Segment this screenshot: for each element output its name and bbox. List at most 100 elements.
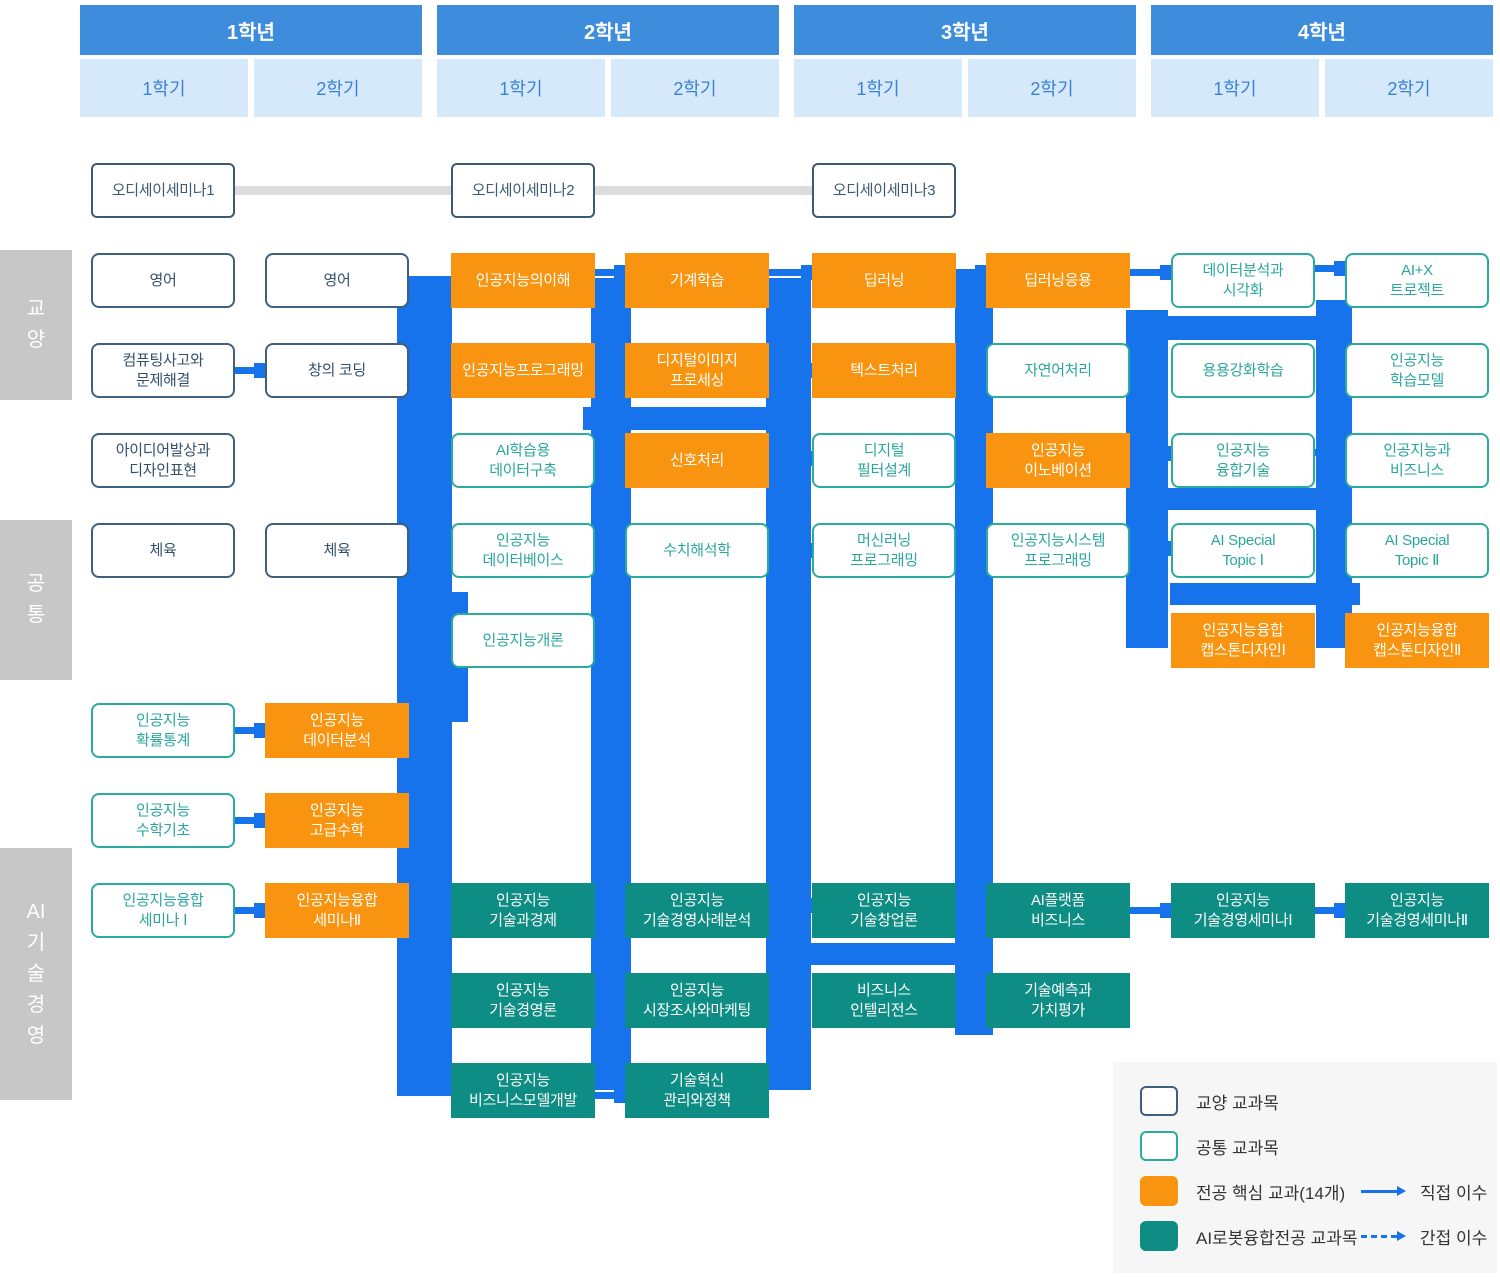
course-box-common: 인공지능개론 (451, 613, 595, 668)
section-label-common: 공 통 (0, 520, 72, 680)
course-box-tech: 인공지능 기술경영세미나Ⅱ (1345, 883, 1489, 938)
semester-header: 1학기 (794, 59, 962, 117)
course-box-tech: 비즈니스 인텔리전스 (812, 973, 956, 1028)
course-box-liberal: 창의 코딩 (265, 343, 409, 398)
course-box-core: 인공지능의이해 (451, 253, 595, 308)
course-box-common: 디지털 필터설계 (812, 433, 956, 488)
year-header: 2학년 (437, 5, 779, 55)
connector-arrow (595, 898, 626, 913)
odyssey-connector (235, 186, 451, 195)
connector-trunk (1170, 583, 1360, 605)
course-box-tech: 인공지능 기술경영론 (451, 973, 595, 1028)
course-box-core: 인공지능융합 캡스톤디자인Ⅱ (1345, 613, 1489, 668)
course-box-tech: 인공지능 기술경영사례분석 (625, 883, 769, 938)
connector-arrow (595, 543, 626, 558)
course-box-tech: 인공지능 시장조사와마케팅 (625, 973, 769, 1028)
course-box-core: 텍스트처리 (812, 343, 956, 398)
course-box-common: 인공지능과 비즈니스 (1345, 433, 1489, 488)
legend-item-liberal: 교양 교과목 (1140, 1086, 1279, 1116)
connector-arrow (956, 451, 987, 466)
connector-arrow (595, 1088, 626, 1103)
semester-header: 2학기 (968, 59, 1136, 117)
course-box-odyssey: 오디세이세미나3 (812, 163, 956, 218)
legend-item-tech: AI로봇융합전공 교과목 (1140, 1221, 1358, 1251)
course-box-core: 신호처리 (625, 433, 769, 488)
connector-trunk (1126, 310, 1168, 648)
legend-arrow-label: 직접 이수 (1420, 1183, 1488, 1203)
semester-header: 2학기 (1325, 59, 1493, 117)
semester-header: 1학기 (1151, 59, 1319, 117)
section-label-liberal: 교 양 (0, 250, 72, 400)
course-box-common: AI+X 트로젝트 (1345, 253, 1489, 308)
legend-arrow-label: 간접 이수 (1420, 1228, 1488, 1248)
connector-arrow (769, 543, 813, 558)
solid-arrow-icon (1361, 1186, 1406, 1196)
course-box-common: 인공지능 확률통계 (91, 703, 235, 758)
connector-trunk (1128, 316, 1352, 340)
course-box-common: 인공지능융합 세미나 Ⅰ (91, 883, 235, 938)
course-box-common: 데이터분석과 시각화 (1171, 253, 1315, 308)
course-box-tech: 인공지능 기술과경제 (451, 883, 595, 938)
course-box-odyssey: 오디세이세미나2 (451, 163, 595, 218)
course-box-tech: 기술혁신 관리와정책 (625, 1063, 769, 1118)
course-box-core: 기계학습 (625, 253, 769, 308)
course-box-liberal: 체육 (265, 523, 409, 578)
connector-arrow (235, 903, 266, 918)
course-box-core: 디지털이미지 프로세싱 (625, 343, 769, 398)
course-box-tech: 인공지능 비즈니스모델개발 (451, 1063, 595, 1118)
connector-arrow (1130, 541, 1172, 556)
course-box-common: 인공지능시스템 프로그래밍 (986, 523, 1130, 578)
course-box-odyssey: 오디세이세미나1 (91, 163, 235, 218)
connector-arrow (956, 363, 987, 378)
connector-arrow (235, 813, 266, 828)
course-box-core: 인공지능융합 캡스톤디자인Ⅰ (1171, 613, 1315, 668)
connector-trunk (1128, 488, 1352, 510)
course-box-common: AI학습용 데이터구축 (451, 433, 595, 488)
legend-arrow-dashed: 간접 이수 (1361, 1221, 1487, 1251)
semester-header: 2학기 (611, 59, 779, 117)
connector-arrow (595, 363, 626, 378)
connector-arrow (956, 265, 987, 280)
connector-arrow (956, 543, 987, 558)
course-box-common: AI Special Topic Ⅱ (1345, 523, 1489, 578)
connector-trunk (583, 407, 810, 430)
year-header: 3학년 (794, 5, 1136, 55)
connector-trunk (397, 276, 452, 1096)
course-box-tech: AI플랫폼 비즈니스 (986, 883, 1130, 938)
year-header: 1학년 (80, 5, 422, 55)
course-box-core: 인공지능 고급수학 (265, 793, 409, 848)
connector-arrow (769, 265, 813, 280)
legend-item-label: 전공 핵심 교과(14개) (1196, 1183, 1346, 1203)
course-box-liberal: 아이디어발상과 디자인표현 (91, 433, 235, 488)
legend-swatch-tech (1140, 1221, 1178, 1251)
course-box-core: 인공지능 이노베이션 (986, 433, 1130, 488)
connector-arrow (1315, 445, 1346, 460)
course-box-common: 수치해석학 (625, 523, 769, 578)
semester-header: 1학기 (80, 59, 248, 117)
legend-swatch-liberal (1140, 1086, 1178, 1116)
course-box-common: 용용강화학습 (1171, 343, 1315, 398)
connector-trunk (800, 943, 973, 965)
connector-arrow (1130, 446, 1172, 461)
course-box-tech: 인공지능 기술창업론 (812, 883, 956, 938)
dashed-arrow-icon (1361, 1231, 1406, 1241)
connector-arrow (1315, 261, 1346, 276)
course-box-core: 인공지능 데이터분석 (265, 703, 409, 758)
course-box-common: AI Special Topic Ⅰ (1171, 523, 1315, 578)
connector-arrow (956, 993, 987, 1008)
course-box-liberal: 영어 (265, 253, 409, 308)
connector-arrow (235, 723, 266, 738)
course-box-common: 인공지능 융합기술 (1171, 433, 1315, 488)
semester-header: 1학기 (437, 59, 605, 117)
connector-arrow (769, 898, 813, 913)
odyssey-connector (595, 186, 812, 195)
legend-item-label: 교양 교과목 (1196, 1093, 1279, 1113)
course-box-core: 인공지능프로그래밍 (451, 343, 595, 398)
legend-swatch-core (1140, 1176, 1178, 1206)
legend-item-label: 공통 교과목 (1196, 1138, 1279, 1158)
section-label-ai-tech: AI 기 술 경 영 (0, 848, 72, 1100)
course-box-common: 자연어처리 (986, 343, 1130, 398)
connector-arrow (1130, 903, 1172, 918)
